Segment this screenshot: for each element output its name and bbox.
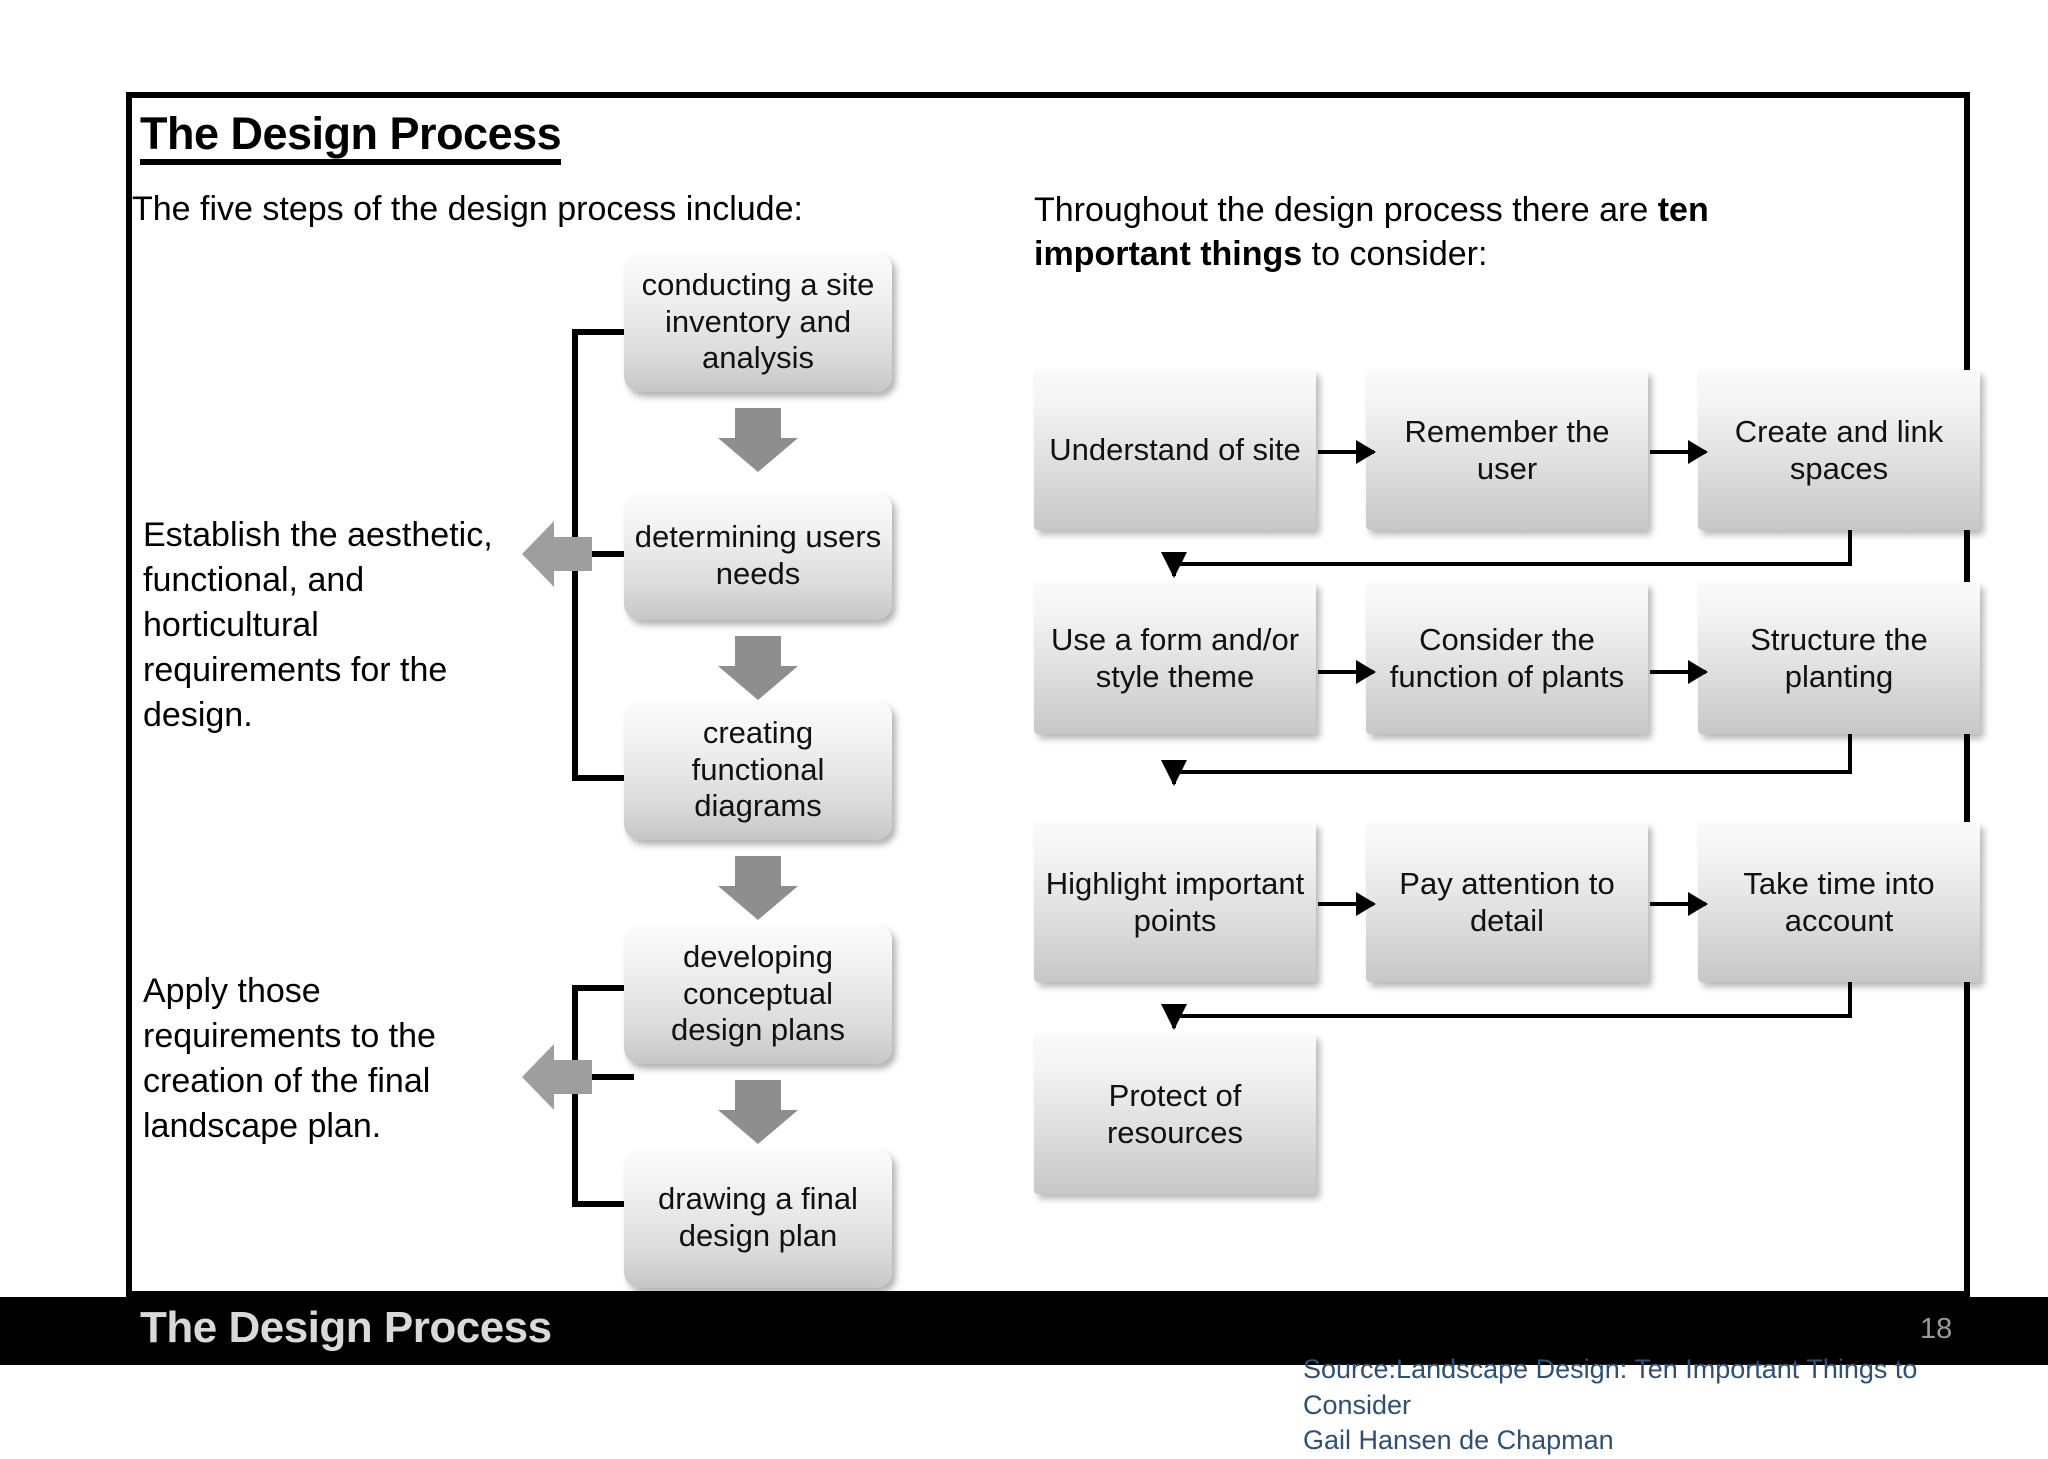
consider-box-take-time-account[interactable]: Take time into account (1698, 822, 1980, 982)
consider-box-understand-site[interactable]: Understand of site (1034, 370, 1316, 530)
wrap-connector-2-down (1848, 734, 1852, 774)
down-arrow-icon-4 (718, 1080, 798, 1144)
footer-title: The Design Process (140, 1303, 552, 1352)
consider-box-highlight-points[interactable]: Highlight important points (1034, 822, 1316, 982)
page-title: The Design Process (140, 110, 562, 166)
bracket-upper-tick (572, 551, 634, 557)
bracket-lower-tick (572, 1074, 634, 1080)
consider-box-protect-resources[interactable]: Protect of resources (1034, 1034, 1316, 1194)
bracket-lower (572, 985, 630, 1207)
process-box-site-inventory[interactable]: conducting a site inventory and analysis (624, 252, 892, 392)
left-arrow-upper-head (522, 521, 554, 587)
note-establish-requirements: Establish the aesthetic, functional, and… (143, 516, 493, 734)
consider-box-form-style-theme[interactable]: Use a form and/or style theme (1034, 582, 1316, 734)
footer-bar (0, 1297, 2048, 1365)
wrap-connector-2-arrowhead (1161, 760, 1187, 786)
source-line-1: Source:Landscape Design: Ten Important T… (1303, 1354, 1918, 1420)
wrap-connector-1-arrowhead (1161, 552, 1187, 578)
left-arrow-upper (522, 521, 592, 587)
down-arrow-icon-1 (718, 408, 798, 472)
process-box-functional-diagrams[interactable]: creating functional diagrams (624, 700, 892, 840)
wrap-connector-3-across (1172, 1014, 1852, 1018)
wrap-connector-1-down (1848, 530, 1852, 565)
consider-box-structure-planting[interactable]: Structure the planting (1698, 582, 1980, 734)
wrap-connector-3-down (1848, 982, 1852, 1018)
process-box-conceptual-plans[interactable]: developing conceptual design plans (624, 924, 892, 1064)
arrow-icon-r1-c1-c2 (1650, 660, 1708, 684)
note-apply-requirements: Apply those requirements to the creation… (143, 972, 436, 1145)
page-number: 18 (1920, 1313, 1953, 1345)
arrow-icon-r0-c1-c2 (1650, 440, 1708, 464)
left-arrow-lower-stem (552, 1060, 592, 1094)
intro-right-bold: ten important things (1034, 191, 1709, 274)
process-box-users-needs[interactable]: determining users needs (624, 492, 892, 620)
down-arrow-icon-3 (718, 856, 798, 920)
consider-box-pay-attention-detail[interactable]: Pay attention to detail (1366, 822, 1648, 982)
left-arrow-upper-stem (552, 537, 592, 571)
source-note: Source:Landscape Design: Ten Important T… (1303, 1352, 2023, 1459)
intro-right-part2: to consider: (1302, 235, 1488, 274)
wrap-connector-1-across (1172, 562, 1852, 566)
consider-box-function-of-plants[interactable]: Consider the function of plants (1366, 582, 1648, 734)
source-line-2: Gail Hansen de Chapman (1303, 1425, 1614, 1456)
left-arrow-lower (522, 1044, 592, 1110)
intro-text-left: The five steps of the design process inc… (132, 190, 803, 228)
wrap-connector-3-arrowhead (1161, 1004, 1187, 1030)
arrow-icon-r2-c0-c1 (1318, 892, 1376, 916)
intro-right-part1: Throughout the design process there are (1034, 191, 1658, 229)
consider-box-create-link-spaces[interactable]: Create and link spaces (1698, 370, 1980, 530)
consider-box-remember-user[interactable]: Remember the user (1366, 370, 1648, 530)
arrow-icon-r0-c0-c1 (1318, 440, 1376, 464)
intro-text-right: Throughout the design process there are … (1034, 188, 1834, 276)
down-arrow-icon-2 (718, 636, 798, 700)
arrow-icon-r2-c1-c2 (1650, 892, 1708, 916)
left-arrow-lower-head (522, 1044, 554, 1110)
arrow-icon-r1-c0-c1 (1318, 660, 1376, 684)
process-box-final-plan[interactable]: drawing a final design plan (624, 1148, 892, 1288)
wrap-connector-2-across (1172, 770, 1852, 774)
